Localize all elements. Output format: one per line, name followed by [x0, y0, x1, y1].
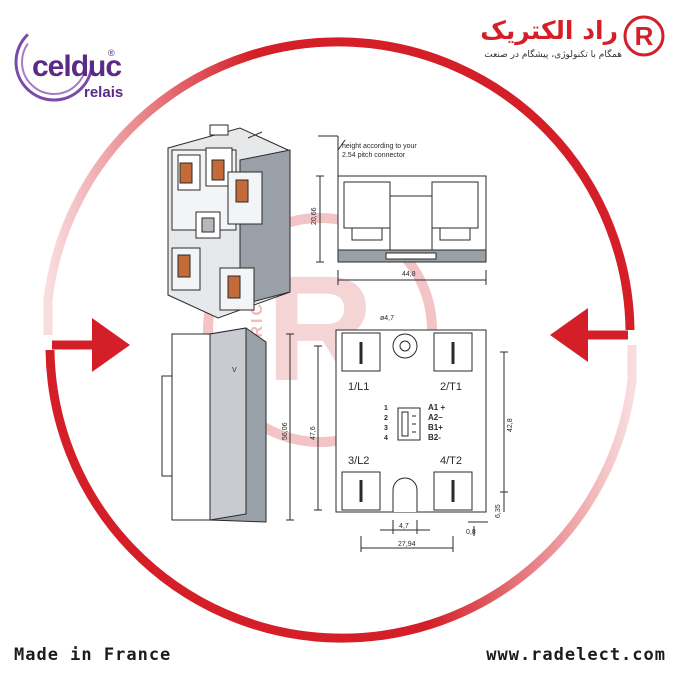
side-view: [161, 327, 294, 523]
lower-arrow-arc: [45, 345, 637, 643]
note-line-1: height according to your: [342, 143, 417, 150]
ctrl-a2: A2–: [428, 413, 443, 422]
pin-4: 4: [384, 435, 388, 442]
ctrl-b2: B2-: [428, 433, 441, 442]
pin-2: 2: [384, 415, 388, 422]
ctrl-b1: B1+: [428, 423, 443, 432]
pin-1: 1: [384, 405, 388, 412]
pin-3: 3: [384, 425, 388, 432]
dim-side-height: 56,06: [282, 422, 289, 440]
dealer-tagline: همگام با تکنولوژی، پیشگام در صنعت: [484, 50, 622, 60]
made-in-label: Made in France: [14, 645, 172, 665]
terminal-3: 3/L2: [348, 455, 369, 467]
dim-width-top: 44,8: [402, 271, 416, 278]
iso-view: [167, 124, 291, 319]
terminal-2: 2/T1: [440, 381, 462, 393]
logo-ring-icon: [14, 22, 94, 102]
dim-bottom-right: 0,8: [466, 529, 476, 536]
dim-bottom-width: 27,94: [398, 541, 416, 548]
right-arrowhead: [550, 308, 588, 362]
top-elevation-view: [316, 135, 487, 285]
celduc-logo: celduc ® relais: [12, 20, 142, 106]
front-view: [314, 329, 508, 552]
terminal-1: 1/L1: [348, 381, 369, 393]
website-link[interactable]: www.radelect.com: [486, 645, 666, 665]
dealer-mark-icon: R: [623, 15, 665, 57]
left-arrowhead: [92, 318, 130, 372]
dealer-logo: راد الکتریک همگام با تکنولوژی، پیشگام در…: [446, 14, 666, 64]
note-line-2: 2.54 pitch connector: [342, 152, 406, 159]
ctrl-a1: A1 +: [428, 403, 445, 412]
logo-word: celduc: [32, 50, 122, 83]
dim-front-height: 47,6: [310, 426, 317, 440]
logo-registered: ®: [108, 48, 115, 58]
upper-arrow-arc: [43, 37, 635, 335]
dealer-name: راد الکتریک: [480, 16, 618, 45]
dealer-mark-letter: R: [635, 21, 654, 51]
terminal-4: 4/T2: [440, 455, 462, 467]
logo-sub: relais: [84, 84, 124, 101]
dim-height-top: 20,66: [311, 207, 318, 225]
dim-corner: 6,35: [495, 504, 502, 518]
dim-hole: ø4,7: [380, 315, 394, 322]
dim-bottom-left: 4,7: [399, 523, 409, 530]
dim-right-height: 42,8: [507, 418, 514, 432]
side-label: V: [232, 367, 237, 374]
